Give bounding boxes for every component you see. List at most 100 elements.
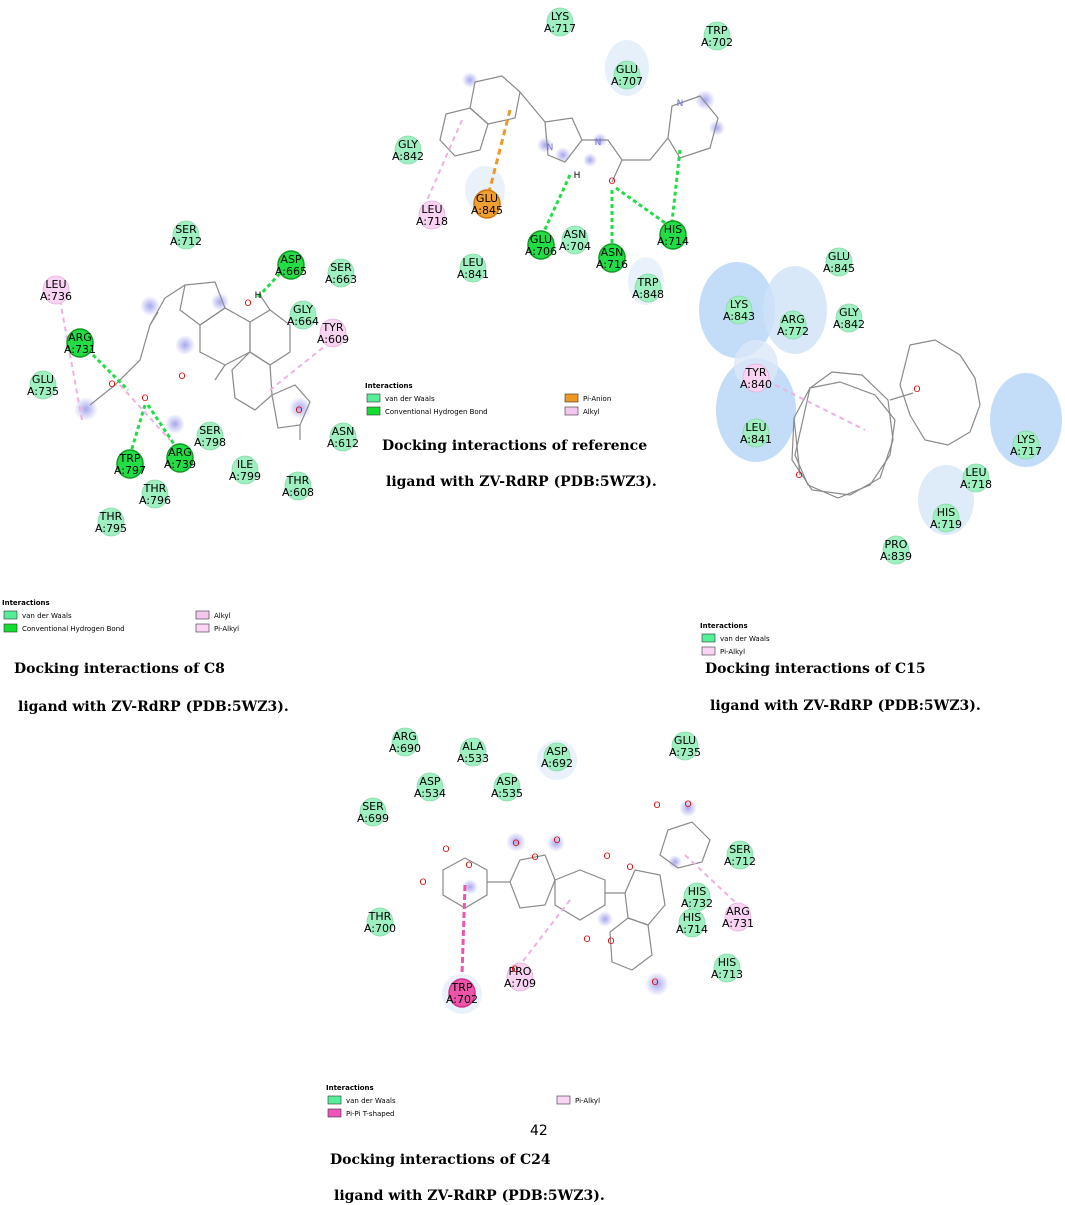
legend-label: Pi-Anion	[583, 395, 611, 403]
atom-label-o: O	[603, 852, 610, 862]
caption-reference-line-2: ligand with ZV-RdRP (PDB:5WZ3).	[386, 474, 657, 490]
residue-id: A:709	[504, 977, 536, 990]
legend-label: Pi-Alkyl	[575, 1097, 600, 1105]
atom-label-o: O	[913, 385, 920, 395]
residue-name: GLY	[293, 303, 313, 316]
residue-name: ASP	[546, 745, 568, 758]
residue-id: A:712	[170, 235, 202, 248]
residue-id: A:839	[880, 550, 912, 563]
legend-swatch	[701, 646, 716, 656]
residue-id: A:772	[777, 325, 809, 338]
residue-id: A:732	[681, 897, 713, 910]
residue-name: HIS	[937, 506, 956, 519]
residue-id: A:840	[740, 378, 772, 391]
atom-label-o: O	[512, 839, 519, 849]
residue-disc	[29, 370, 57, 400]
legend-title: Interactions	[700, 622, 748, 630]
legend-swatch	[195, 610, 210, 620]
residue-name: LEU	[965, 466, 986, 479]
residue-name: TYR	[321, 321, 343, 334]
residue-id: A:848	[632, 288, 664, 301]
residue-disc	[543, 742, 571, 772]
legend-swatch	[366, 393, 381, 403]
residue-id: A:799	[229, 470, 261, 483]
residue-id: A:706	[525, 245, 557, 258]
atom-label-o: O	[608, 177, 615, 187]
residue-disc	[391, 727, 419, 757]
residue-disc	[329, 422, 357, 452]
residue-name: GLY	[398, 138, 418, 151]
residue-disc	[172, 220, 200, 250]
residue-disc	[327, 258, 355, 288]
legend-swatch	[564, 393, 579, 403]
residue-id: A:712	[724, 855, 756, 868]
residue-name: LYS	[730, 298, 748, 311]
residue-id: A:533	[457, 752, 489, 765]
residue-disc	[196, 421, 224, 451]
interaction-lines	[59, 109, 866, 976]
residue-disc	[671, 731, 699, 761]
legend-swatch	[564, 406, 579, 416]
residue-id: A:700	[364, 922, 396, 935]
residue-disc	[319, 318, 347, 348]
residue-id: A:663	[325, 273, 357, 286]
residue-id: A:608	[282, 486, 314, 499]
residue-disc	[613, 60, 641, 90]
residue-disc	[779, 310, 807, 340]
caption-reference-line-1: Docking interactions of reference	[382, 438, 647, 454]
residue-name: LYS	[551, 10, 569, 23]
atom-label-o: O	[178, 372, 185, 382]
residue-disc	[416, 772, 444, 802]
residue-disc	[97, 507, 125, 537]
residue-name: LEU	[462, 256, 483, 269]
residue-id: A:713	[711, 968, 743, 981]
residue-name: SER	[729, 843, 751, 856]
residue-disc	[598, 243, 626, 273]
legend-label: Pi-Alkyl	[720, 648, 745, 656]
residue-name: ASP	[280, 253, 302, 266]
residue-name: THR	[99, 510, 123, 523]
atom-label-o: O	[553, 836, 560, 846]
residue-name: SER	[199, 424, 221, 437]
residue-name: LEU	[45, 278, 66, 291]
caption-c8-line-1: Docking interactions of C8	[14, 661, 225, 677]
legend-label: van der Waals	[346, 1097, 396, 1105]
atom-label-o: O	[244, 299, 251, 309]
residue-name: ARG	[68, 331, 92, 344]
residue-id: A:717	[1010, 445, 1042, 458]
residue-disc	[418, 200, 446, 230]
residue-name: LEU	[745, 421, 766, 434]
residue-disc	[1012, 430, 1040, 460]
residue-disc	[932, 503, 960, 533]
residue-name: THR	[143, 482, 167, 495]
caption-c15-line-2: ligand with ZV-RdRP (PDB:5WZ3).	[710, 698, 981, 714]
residue-id: A:717	[544, 22, 576, 35]
atom-label-h: H	[255, 291, 262, 301]
residue-id: A:534	[414, 787, 446, 800]
residue-disc	[742, 418, 770, 448]
atom-label-o: O	[108, 380, 115, 390]
residue-disc	[394, 135, 422, 165]
residue-id: A:692	[541, 757, 573, 770]
residue-id: A:690	[389, 742, 421, 755]
